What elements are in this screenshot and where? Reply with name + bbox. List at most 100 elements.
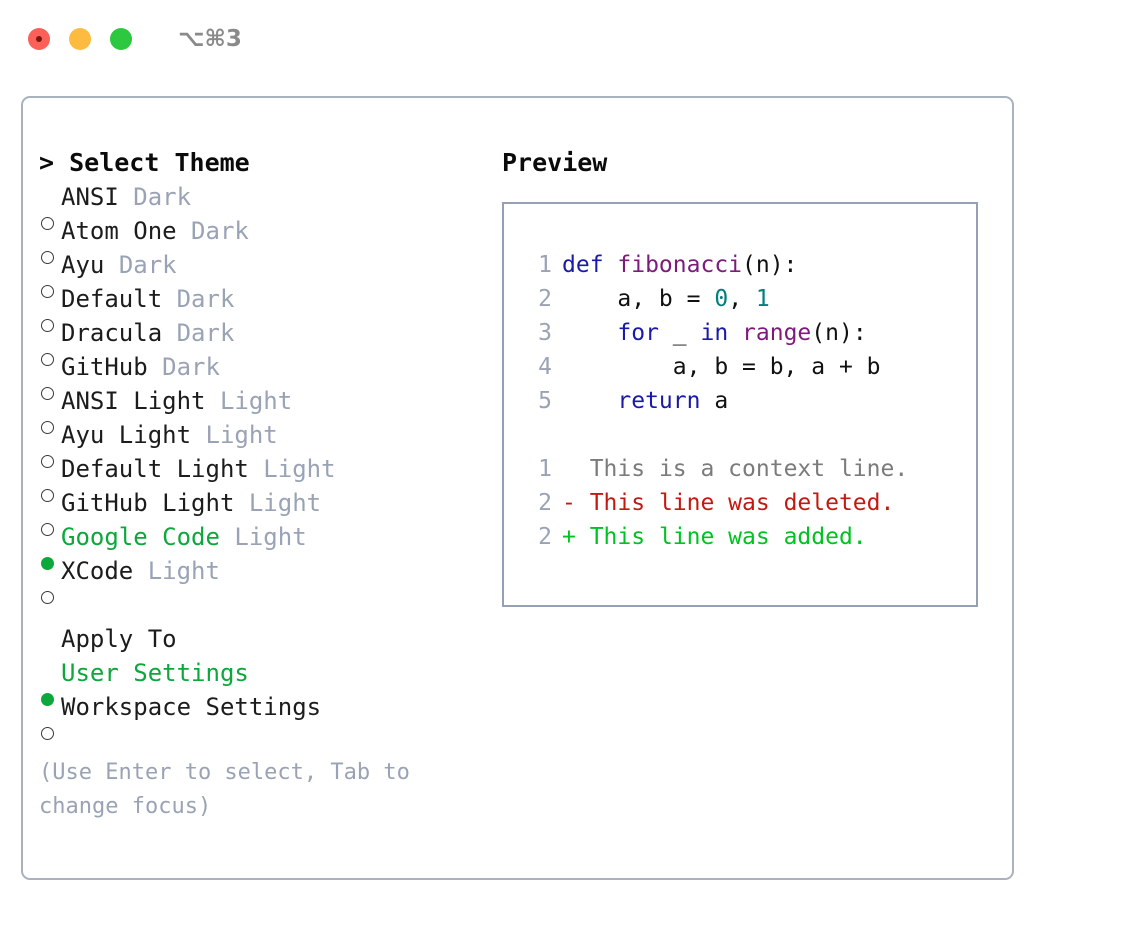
spacer bbox=[119, 180, 133, 214]
theme-option-kind: Light bbox=[248, 489, 322, 517]
diff-line-sign bbox=[562, 452, 590, 486]
apply-to-option[interactable]: Workspace Settings bbox=[39, 690, 479, 740]
spacer bbox=[249, 452, 263, 486]
code-token-fn: fibonacci bbox=[617, 252, 743, 278]
theme-option-name: Default Light bbox=[61, 455, 249, 483]
spacer bbox=[162, 316, 176, 350]
theme-option[interactable]: XCode Light bbox=[39, 554, 479, 604]
apply-to-heading: Apply To bbox=[61, 625, 177, 653]
theme-option-name: Google Code bbox=[61, 523, 220, 551]
theme-option[interactable]: Ayu Light Light bbox=[39, 418, 479, 468]
preview-heading: Preview bbox=[502, 148, 608, 177]
theme-option-name: GitHub Light bbox=[61, 489, 235, 517]
theme-option-name: XCode bbox=[61, 557, 134, 585]
theme-option-kind: Dark bbox=[133, 183, 192, 211]
code-token-plain: (n): bbox=[742, 252, 798, 278]
spacer bbox=[177, 214, 191, 248]
spacer bbox=[234, 486, 248, 520]
radio-ring-icon bbox=[41, 353, 54, 366]
code-line-text: for _ in range(n): bbox=[562, 316, 866, 350]
diff-line-text: This is a context line. bbox=[589, 456, 909, 482]
radio-ring-icon bbox=[41, 523, 54, 536]
spacer bbox=[206, 384, 220, 418]
theme-option-name: Dracula bbox=[61, 319, 163, 347]
radio-ring-icon bbox=[41, 489, 54, 502]
window-titlebar: ⌥⌘3 bbox=[0, 0, 1140, 78]
code-line: 4 a, b = b, a + b bbox=[522, 350, 976, 384]
spacer bbox=[191, 418, 205, 452]
code-token-kw: def bbox=[562, 252, 618, 278]
code-line: 1 def fibonacci(n): bbox=[522, 248, 976, 282]
theme-option-name: ANSI bbox=[61, 183, 119, 211]
diff-line: 2- This line was deleted. bbox=[522, 486, 976, 520]
diff-line-text: This line was deleted. bbox=[589, 490, 895, 516]
diff-line: 2+ This line was added. bbox=[522, 520, 976, 554]
theme-option-name: ANSI Light bbox=[61, 387, 206, 415]
code-token-plain bbox=[728, 320, 742, 346]
radio-dot-icon bbox=[41, 557, 54, 570]
minimize-icon[interactable] bbox=[69, 28, 91, 50]
theme-option[interactable]: Google Code Light bbox=[39, 520, 479, 570]
spacer bbox=[148, 350, 162, 384]
spacer bbox=[220, 520, 234, 554]
theme-option-kind: Dark bbox=[118, 251, 177, 279]
code-token-plain: a, b = b, a + b bbox=[562, 354, 881, 380]
radio-ring-icon bbox=[41, 285, 54, 298]
close-icon[interactable] bbox=[28, 28, 50, 50]
theme-option[interactable]: Atom One Dark bbox=[39, 214, 479, 264]
code-token-fn: range bbox=[742, 320, 812, 346]
theme-option[interactable]: ANSI Light Light bbox=[39, 384, 479, 434]
code-line-number: 1 bbox=[538, 252, 552, 278]
theme-option-name: Ayu bbox=[61, 251, 105, 279]
maximize-icon[interactable] bbox=[110, 28, 132, 50]
theme-option-kind: Light bbox=[147, 557, 220, 585]
theme-option-kind: Light bbox=[219, 387, 293, 415]
code-token-kw: return bbox=[617, 388, 701, 414]
diff-line-sign: + bbox=[562, 524, 590, 550]
radio-ring-icon bbox=[41, 421, 54, 434]
spacer bbox=[104, 248, 118, 282]
radio-ring-icon bbox=[41, 455, 54, 468]
diff-line: 1 This is a context line. bbox=[522, 452, 976, 486]
theme-option-kind: Light bbox=[205, 421, 278, 449]
radio-ring-icon bbox=[41, 217, 54, 230]
theme-option[interactable]: GitHub Dark bbox=[39, 350, 479, 400]
diff-sample: 1 This is a context line.2- This line wa… bbox=[522, 452, 976, 554]
diff-line-sign: - bbox=[562, 490, 590, 516]
code-token-num: 0 bbox=[714, 286, 729, 312]
apply-to-option-name: User Settings bbox=[61, 659, 249, 687]
spacer bbox=[162, 282, 176, 316]
code-token-kw: for bbox=[617, 320, 659, 346]
theme-option-name: Ayu Light bbox=[61, 421, 192, 449]
radio-ring-icon bbox=[41, 387, 54, 400]
code-line: 5 return a bbox=[522, 384, 976, 418]
theme-option[interactable]: GitHub Light Light bbox=[39, 486, 479, 536]
theme-option-kind: Light bbox=[263, 455, 336, 483]
theme-option-kind: Dark bbox=[176, 285, 235, 313]
theme-option[interactable]: Ayu Dark bbox=[39, 248, 479, 298]
radio-dot-icon bbox=[41, 693, 54, 706]
apply-to-option[interactable]: User Settings bbox=[39, 656, 479, 706]
code-token-plain: a, b = bbox=[562, 286, 715, 312]
theme-option[interactable]: Default Light Light bbox=[39, 452, 479, 502]
code-line-number: 2 bbox=[538, 286, 552, 312]
radio-ring-icon bbox=[41, 591, 54, 604]
theme-option[interactable]: ANSI Dark bbox=[39, 180, 479, 230]
code-token-plain bbox=[562, 388, 617, 414]
select-theme-heading: > Select Theme bbox=[39, 148, 250, 177]
code-line-text: def fibonacci(n): bbox=[562, 248, 797, 282]
code-token-plain bbox=[562, 320, 617, 346]
diff-line-number: 2 bbox=[538, 524, 552, 550]
code-line-number: 4 bbox=[538, 354, 552, 380]
theme-option[interactable]: Default Dark bbox=[39, 282, 479, 332]
code-line: 2 a, b = 0, 1 bbox=[522, 282, 976, 316]
theme-option[interactable]: Dracula Dark bbox=[39, 316, 479, 366]
theme-option-kind: Light bbox=[234, 523, 307, 551]
